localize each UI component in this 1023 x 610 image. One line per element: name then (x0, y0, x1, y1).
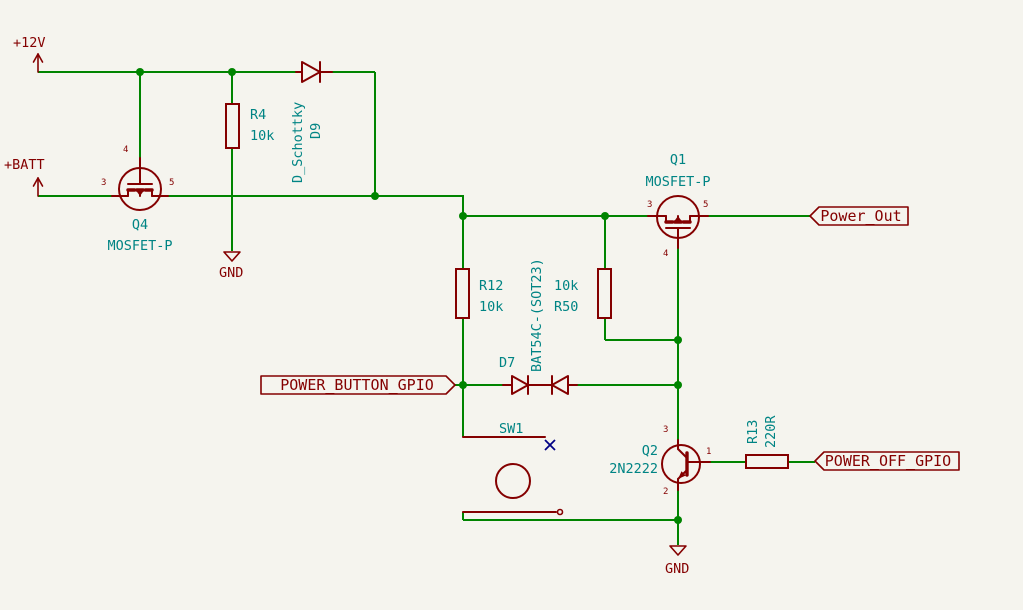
q2-pin-number: 1 (706, 447, 712, 457)
wire-segment[interactable] (604, 318, 606, 340)
d7-reference[interactable]: D7 (499, 355, 516, 371)
wire-segment[interactable] (704, 461, 745, 463)
q1-pin-number: 5 (703, 200, 709, 210)
wire-segment[interactable] (462, 195, 464, 268)
sw1-switch-symbol[interactable] (460, 430, 566, 520)
wire-segment[interactable] (605, 339, 678, 341)
power-flag-batt-icon[interactable] (30, 170, 46, 198)
wire-segment[interactable] (462, 318, 464, 437)
gnd-symbol-icon[interactable] (668, 545, 688, 557)
q2-reference[interactable]: Q2 (641, 443, 658, 459)
q1-reference[interactable]: Q1 (669, 152, 687, 168)
power-off-gpio-label-shape[interactable] (813, 450, 961, 472)
r13-reference[interactable]: R13 (745, 419, 761, 444)
q1-pin-number: 4 (663, 249, 669, 259)
wire-segment[interactable] (462, 512, 464, 520)
q4-pin-number: 5 (169, 178, 175, 188)
q4-pin-number: 4 (123, 145, 129, 155)
r13-value[interactable]: 220R (763, 415, 779, 448)
r13-resistor-symbol[interactable] (745, 454, 789, 469)
no-connect-x-icon (544, 439, 556, 451)
wire-segment[interactable] (139, 72, 141, 158)
junction-dot (228, 68, 236, 76)
net-label-power-off-gpio[interactable]: POWER_OFF_GPIO (824, 452, 952, 470)
wire-segment[interactable] (231, 72, 233, 104)
r12-resistor-symbol[interactable] (455, 268, 470, 319)
q2-value[interactable]: 2N2222 (609, 461, 658, 477)
d9-reference[interactable]: D9 (308, 122, 324, 139)
power-flag-12v-icon[interactable] (30, 46, 46, 74)
power-port-12v-label[interactable]: +12V (13, 35, 46, 51)
junction-dot (601, 212, 609, 220)
q4-reference[interactable]: Q4 (131, 217, 149, 233)
q4-pin-number: 3 (101, 178, 107, 188)
q1-pin-number: 3 (647, 200, 653, 210)
junction-dot (674, 336, 682, 344)
power-button-gpio-label-shape[interactable] (259, 374, 457, 396)
r12-reference[interactable]: R12 (479, 278, 504, 294)
wire-segment[interactable] (677, 246, 679, 444)
r4-reference[interactable]: R4 (250, 107, 267, 123)
d7-dual-diode-symbol[interactable] (502, 371, 578, 399)
r50-resistor-symbol[interactable] (597, 268, 612, 319)
q4-value[interactable]: MOSFET-P (107, 238, 173, 254)
r4-resistor-symbol[interactable] (225, 103, 240, 149)
r50-value[interactable]: 10k (554, 278, 579, 294)
sw1-reference[interactable]: SW1 (499, 421, 524, 437)
wire-segment[interactable] (604, 216, 606, 268)
wire-segment[interactable] (455, 384, 507, 386)
d9-value[interactable]: D_Schottky (290, 101, 306, 183)
q2-pin-number: 3 (663, 425, 669, 435)
wire-segment[interactable] (38, 71, 302, 73)
junction-dot (459, 381, 467, 389)
d9-diode-symbol[interactable] (295, 58, 333, 86)
wire-segment[interactable] (231, 148, 233, 251)
net-label-power-out[interactable]: Power_Out (820, 207, 902, 225)
junction-dot (459, 212, 467, 220)
r4-value[interactable]: 10k (250, 128, 275, 144)
q1-mosfet-symbol[interactable] (646, 186, 710, 250)
wire-segment[interactable] (374, 72, 376, 196)
wire-segment[interactable] (708, 215, 810, 217)
wire-segment[interactable] (330, 71, 375, 73)
q1-value[interactable]: MOSFET-P (645, 174, 711, 190)
wire-segment[interactable] (463, 215, 650, 217)
r12-value[interactable]: 10k (479, 299, 504, 315)
gnd-label[interactable]: GND (219, 265, 244, 281)
power-out-label-shape[interactable] (808, 205, 910, 227)
net-label-power-button-gpio[interactable]: POWER_BUTTON_GPIO (280, 376, 434, 394)
junction-dot (136, 68, 144, 76)
q4-mosfet-symbol[interactable] (108, 156, 172, 220)
wire-segment[interactable] (463, 519, 678, 521)
power-port-batt-label[interactable]: +BATT (4, 157, 45, 173)
junction-dot (674, 381, 682, 389)
junction-dot (674, 516, 682, 524)
wire-segment[interactable] (38, 195, 114, 197)
r50-reference[interactable]: R50 (554, 299, 579, 315)
q2-npn-symbol[interactable] (654, 438, 711, 492)
d7-value[interactable]: BAT54C-(SOT23) (529, 258, 545, 372)
q2-pin-number: 2 (663, 487, 669, 497)
wire-segment[interactable] (166, 195, 464, 197)
junction-dot (371, 192, 379, 200)
wire-segment[interactable] (577, 384, 678, 386)
wire-segment[interactable] (789, 461, 815, 463)
gnd-label[interactable]: GND (665, 561, 690, 577)
gnd-symbol-icon[interactable] (222, 251, 242, 263)
